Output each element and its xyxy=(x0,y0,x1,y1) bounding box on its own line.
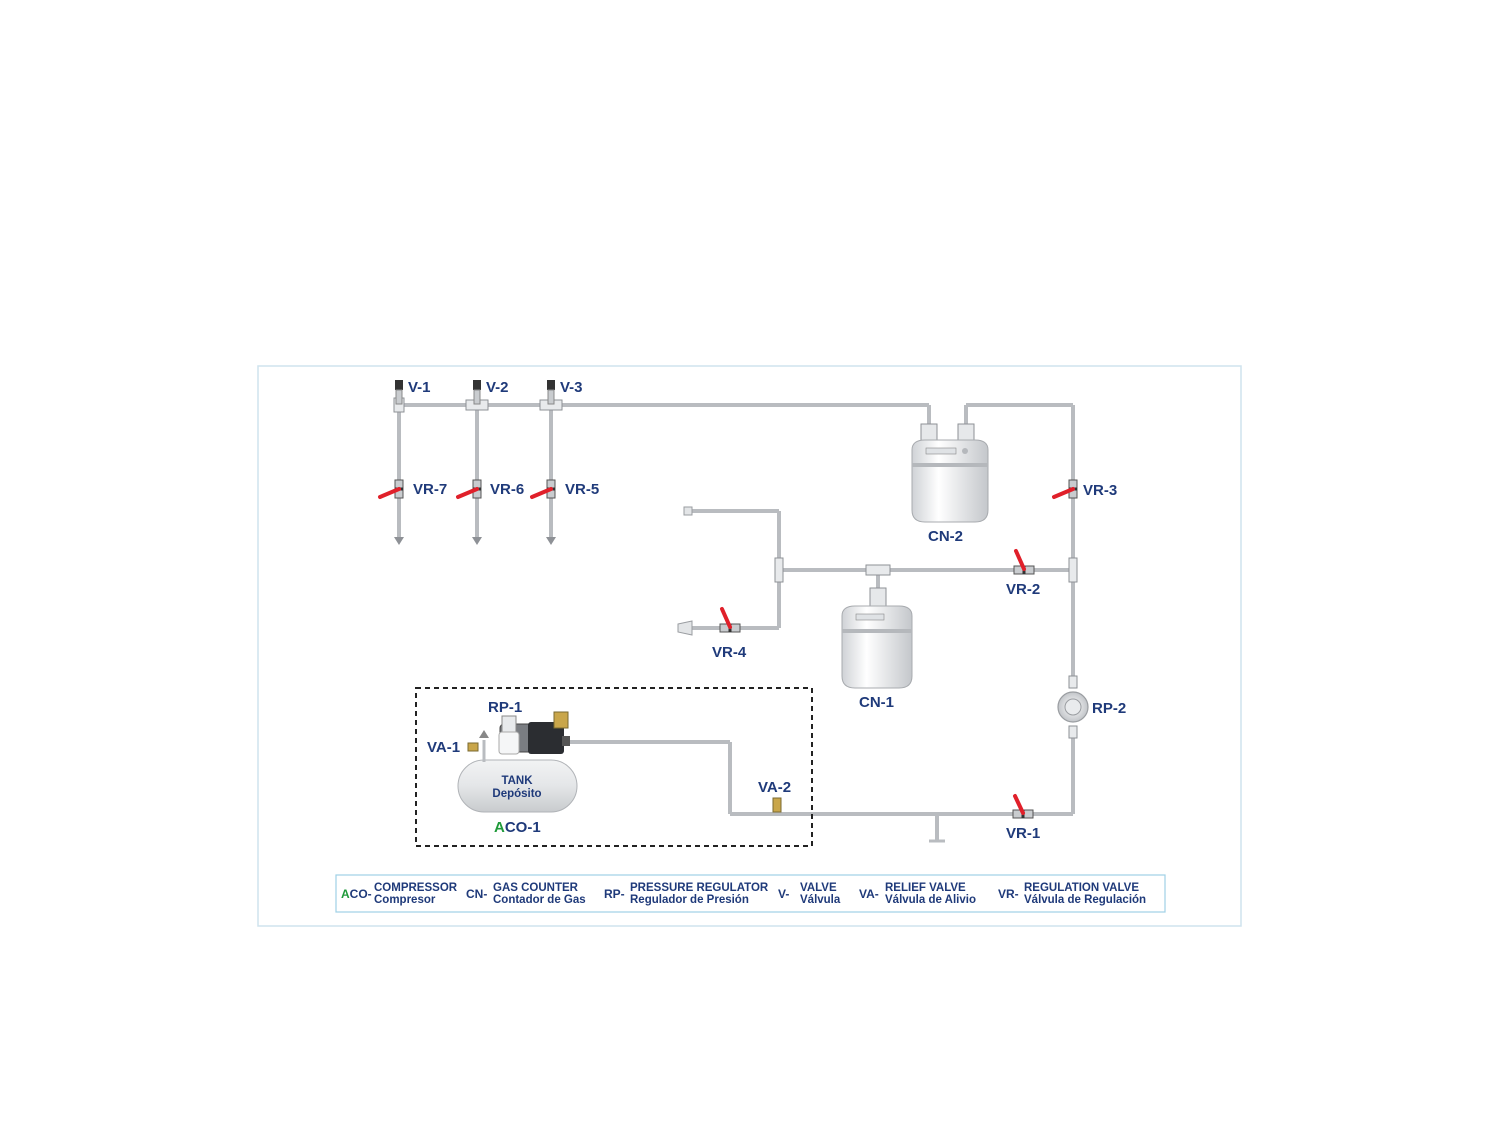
valve-vr2[interactable]: VR-2 xyxy=(1006,549,1040,598)
compressor-group-outline xyxy=(415,687,813,847)
gas-counter-cn2-label: CN-2 xyxy=(928,528,963,545)
legend-term-es: Válvula xyxy=(800,894,841,906)
valve-v1-label: V-1 xyxy=(408,379,431,396)
valve-vr7[interactable]: VR-7 xyxy=(378,479,447,499)
legend-term-en: COMPRESSOR xyxy=(374,882,458,894)
valve-vr6-label: VR-6 xyxy=(490,481,524,498)
valve-vr6[interactable]: VR-6 xyxy=(456,479,524,499)
legend-code: RP- xyxy=(604,887,625,901)
drop-arrows xyxy=(394,537,556,545)
valve-v3[interactable]: V-3 xyxy=(547,379,583,405)
diagram-frame xyxy=(257,365,1242,927)
valve-vr7-label: VR-7 xyxy=(413,481,447,498)
gas-counter-cn2[interactable]: CN-2 xyxy=(911,423,989,545)
regulator-rp1-label: RP-1 xyxy=(488,699,522,716)
pipes xyxy=(397,403,1075,843)
gas-counter-cn1-label: CN-1 xyxy=(859,694,894,711)
valve-vr4-label: VR-4 xyxy=(712,644,747,661)
legend-term-en: REGULATION VALVE xyxy=(1024,882,1139,894)
pipe-end-upper xyxy=(683,506,693,516)
legend-code: VA- xyxy=(859,887,879,901)
valve-vr2-label: VR-2 xyxy=(1006,581,1040,598)
compressor-aco1[interactable]: TANK Depósito RP-1 ACO-1 xyxy=(457,699,578,836)
legend-term-es: Compresor xyxy=(374,894,436,906)
valve-v2-label: V-2 xyxy=(486,379,509,396)
valve-vr4[interactable]: VR-4 xyxy=(712,607,747,661)
legend-term-en: GAS COUNTER xyxy=(493,882,579,894)
valve-v2[interactable]: V-2 xyxy=(473,379,509,405)
legend-code: CN- xyxy=(466,887,487,901)
valve-vr3-label: VR-3 xyxy=(1083,482,1117,499)
relief-valve-va1-label: VA-1 xyxy=(427,739,460,756)
legend-term-es: Contador de Gas xyxy=(493,894,586,906)
valve-vr5[interactable]: VR-5 xyxy=(530,479,599,499)
legend-term-es: Válvula de Alivio xyxy=(885,894,976,906)
legend-code: ACO- xyxy=(341,887,372,901)
relief-valve-va2-label: VA-2 xyxy=(758,779,791,796)
legend-term-en: RELIEF VALVE xyxy=(885,882,966,894)
pressure-regulator-rp2-label: RP-2 xyxy=(1092,700,1126,717)
pressure-regulator-rp2[interactable]: RP-2 xyxy=(1057,691,1126,723)
valve-v3-label: V-3 xyxy=(560,379,583,396)
legend-term-es: Regulador de Presión xyxy=(630,894,749,906)
legend-code: V- xyxy=(778,887,789,901)
tank-label-en: TANK xyxy=(501,775,533,787)
pipe-end-lower xyxy=(677,620,693,636)
valve-vr3[interactable]: VR-3 xyxy=(1052,479,1117,499)
legend-term-en: PRESSURE REGULATOR xyxy=(630,882,769,894)
legend-term-en: VALVE xyxy=(800,882,837,894)
compressor-aco1-label: ACO-1 xyxy=(494,819,541,836)
valve-vr1[interactable]: VR-1 xyxy=(1006,794,1040,842)
valve-v1[interactable]: V-1 xyxy=(395,379,431,405)
relief-valve-va2[interactable]: VA-2 xyxy=(758,779,791,813)
gas-counter-cn1[interactable]: CN-1 xyxy=(841,587,913,711)
legend-code: VR- xyxy=(998,887,1019,901)
tank-label-es: Depósito xyxy=(492,788,541,800)
legend-term-es: Válvula de Regulación xyxy=(1024,894,1146,906)
valve-vr1-label: VR-1 xyxy=(1006,825,1040,842)
valve-vr5-label: VR-5 xyxy=(565,481,599,498)
relief-valve-va1[interactable]: VA-1 xyxy=(427,730,489,762)
